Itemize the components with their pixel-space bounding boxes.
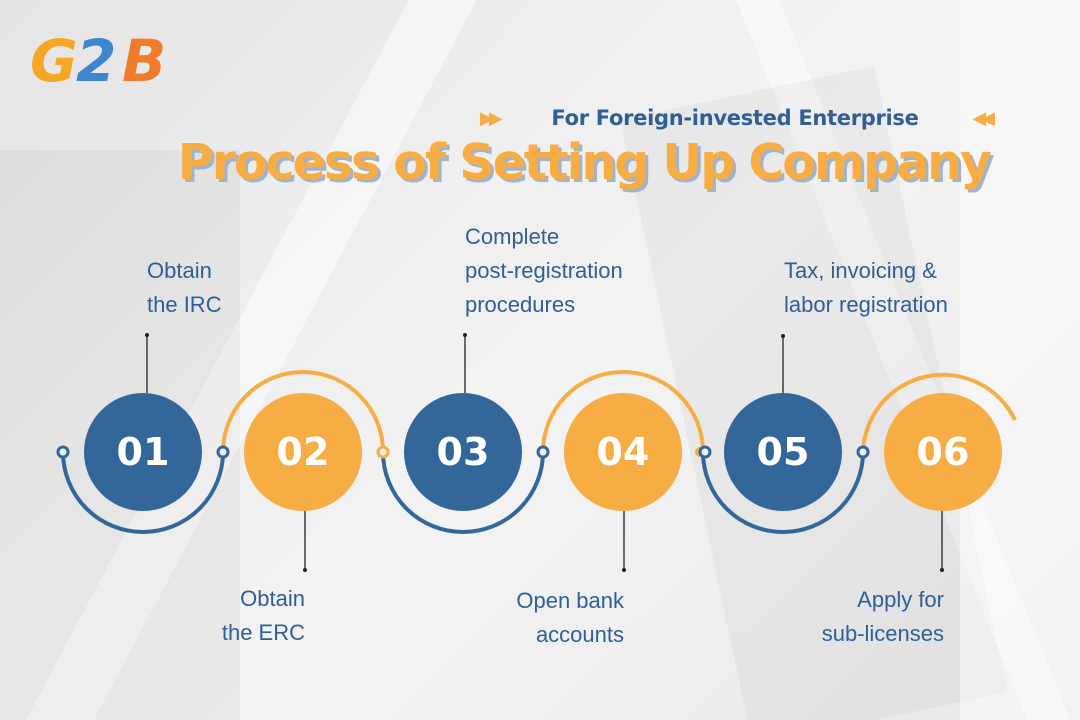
step-number: 01 bbox=[116, 430, 170, 474]
arc-orange-2 bbox=[221, 370, 385, 453]
step-label-05: Tax, invoicing & labor registration bbox=[784, 258, 948, 317]
arc-blue-3 bbox=[381, 451, 545, 534]
arc-blue-5 bbox=[701, 451, 865, 534]
arc-orange-6 bbox=[861, 372, 1017, 453]
subtitle: For Foreign-invested Enterprise bbox=[551, 106, 919, 130]
step-label-03: Complete post-registration procedures bbox=[465, 224, 623, 317]
arc-blue-1 bbox=[61, 451, 225, 534]
step-number: 06 bbox=[916, 430, 970, 474]
step-circle-04: 04 bbox=[564, 393, 682, 511]
double-arrow-left-icon: ◀◀ bbox=[972, 107, 995, 128]
subtitle-row: ▶▶ For Foreign-invested Enterprise ◀◀ bbox=[480, 100, 995, 136]
step-number: 03 bbox=[436, 430, 490, 474]
arc-orange-4 bbox=[541, 370, 705, 453]
node-ring bbox=[216, 445, 230, 459]
logo-letter-2: 2 bbox=[76, 27, 117, 95]
node-ring bbox=[536, 445, 550, 459]
logo-letter-b: B bbox=[122, 27, 167, 95]
double-arrow-right-icon: ▶▶ bbox=[480, 107, 503, 128]
step-label-04: Open bank accounts bbox=[516, 588, 624, 647]
step-label-02: Obtain the ERC bbox=[221, 586, 305, 645]
step-label-01: Obtain the IRC bbox=[147, 258, 222, 317]
step-circle-01: 01 bbox=[84, 393, 202, 511]
step-number: 04 bbox=[596, 430, 650, 474]
node-ring bbox=[56, 445, 70, 459]
step-circle-03: 03 bbox=[404, 393, 522, 511]
step-number: 02 bbox=[276, 430, 330, 474]
step-circle-02: 02 bbox=[244, 393, 362, 511]
node-ring bbox=[698, 445, 712, 459]
step-circle-06: 06 bbox=[884, 393, 1002, 511]
page-title: Process of Setting Up Company bbox=[177, 134, 992, 191]
g2b-logo: G 2 B bbox=[30, 26, 180, 96]
node-ring bbox=[376, 445, 390, 459]
logo-letter-g: G bbox=[30, 27, 78, 95]
step-label-06: Apply for sub-licenses bbox=[821, 587, 944, 646]
step-number: 05 bbox=[756, 430, 810, 474]
node-ring bbox=[856, 445, 870, 459]
step-circle-05: 05 bbox=[724, 393, 842, 511]
